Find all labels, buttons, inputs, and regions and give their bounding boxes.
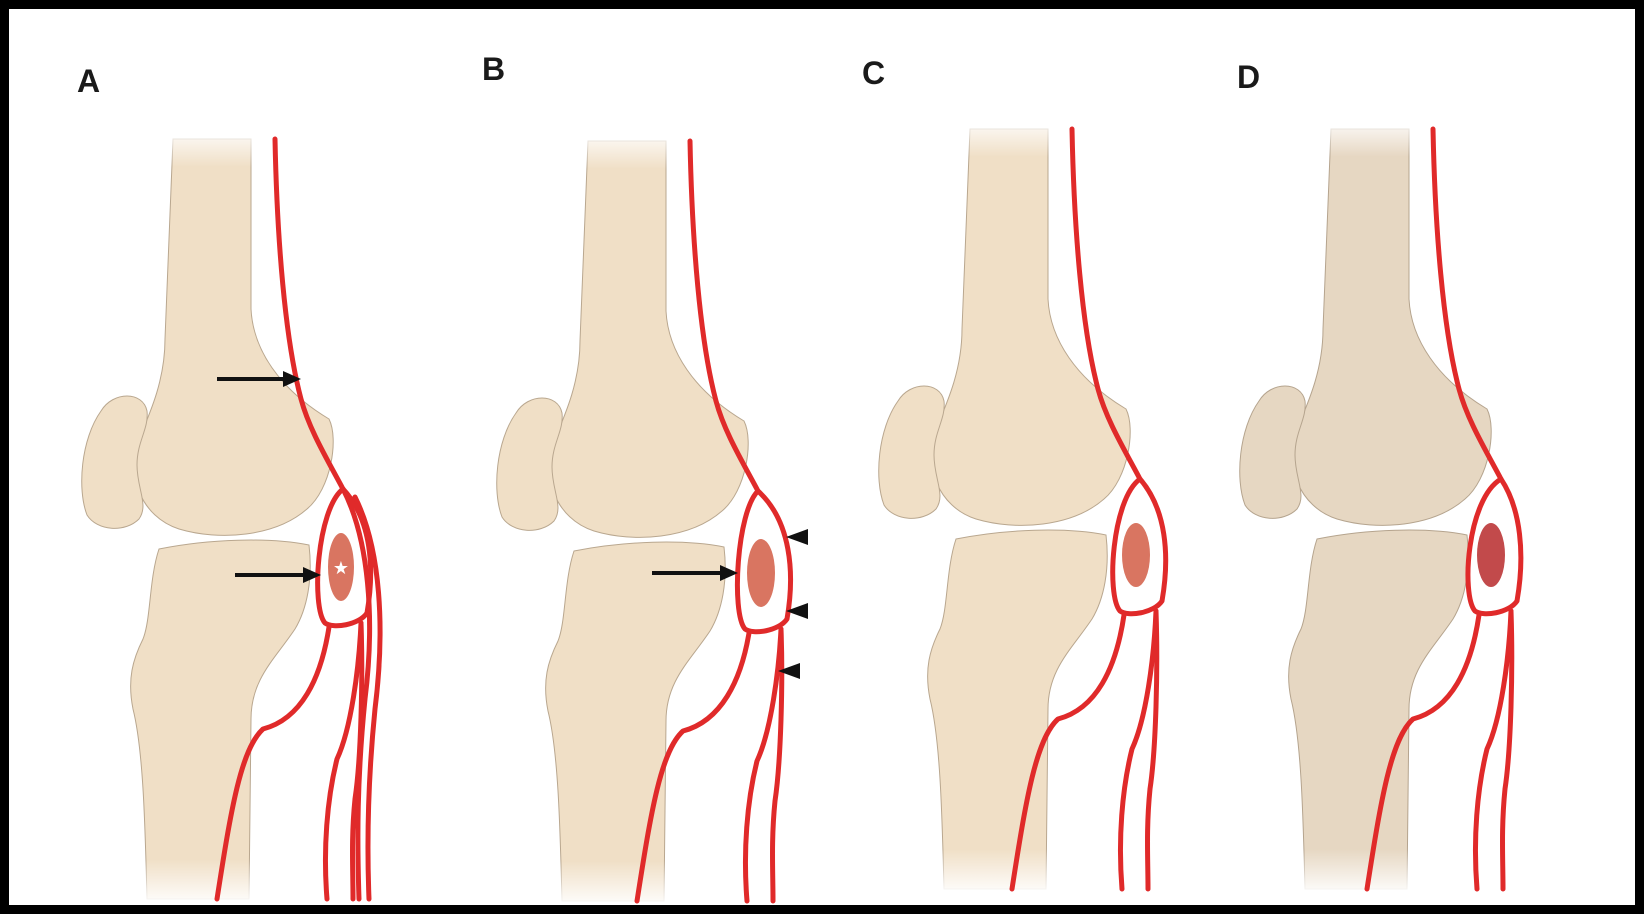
aneurysm-sac: [1122, 523, 1150, 587]
tibia-fade: [129, 859, 259, 905]
femur: [549, 141, 748, 537]
posterior-tibial-branch: [1120, 611, 1156, 889]
aneurysm-sac: [747, 539, 775, 607]
knee-diagram-b: [454, 9, 854, 905]
knee-diagram-c: [836, 9, 1236, 905]
femur-fade: [956, 117, 1066, 157]
femur-fade: [574, 129, 684, 169]
patella: [82, 396, 147, 528]
knee-diagram-d: [1197, 9, 1597, 905]
arrowhead-1: [786, 529, 808, 545]
tibia-fade: [1287, 849, 1417, 895]
panel-c: C: [836, 9, 1236, 905]
femur: [134, 139, 333, 535]
knee-group: ★: [82, 127, 380, 905]
figure-canvas: A ★ B C D: [9, 9, 1635, 905]
knee-group: [1240, 117, 1521, 895]
femur-fade: [1317, 117, 1427, 157]
posterior-tibial-branch: [745, 629, 781, 901]
panel-a: A ★: [39, 9, 439, 905]
femur-fade: [159, 127, 269, 167]
panel-d: D: [1197, 9, 1597, 905]
patella: [879, 386, 944, 518]
femur: [1292, 129, 1491, 525]
patella: [1240, 386, 1305, 518]
knee-group: [879, 117, 1166, 895]
posterior-tibial-branch: [1475, 611, 1511, 889]
star-marker: ★: [333, 558, 349, 579]
knee-diagram-a: ★: [39, 9, 439, 905]
patella: [497, 398, 562, 530]
tibia: [546, 542, 726, 901]
tibia: [1289, 530, 1469, 889]
knee-group: [497, 129, 808, 905]
aneurysm-sac: [1477, 523, 1505, 587]
panel-b: B: [454, 9, 854, 905]
femur: [931, 129, 1130, 525]
tibia-fade: [926, 849, 1056, 895]
tibia-fade: [544, 861, 674, 905]
